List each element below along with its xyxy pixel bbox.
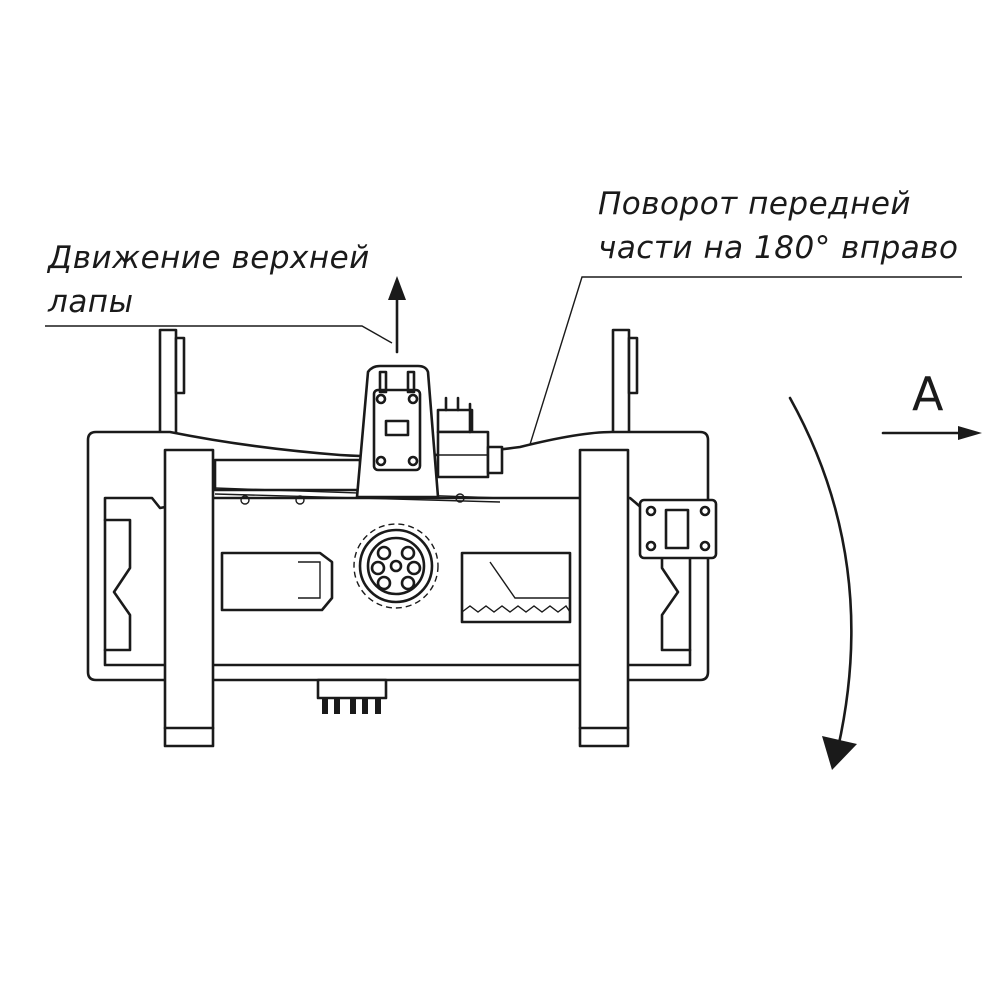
- view-letter-label: А: [912, 367, 944, 421]
- callout-upper-paw-line2: лапы: [47, 284, 134, 320]
- top-rail-left: [213, 458, 362, 492]
- gear-rack: [461, 604, 571, 613]
- upper-paw: [355, 364, 440, 499]
- left-clamp-bar: [163, 448, 215, 748]
- callout-rotation-line1: Поворот передней: [598, 186, 911, 222]
- callout-upper-paw: Движение верхней лапы: [45, 240, 393, 344]
- callout-upper-paw-line1: Движение верхней: [46, 240, 370, 276]
- right-window: [460, 551, 572, 624]
- machine-assembly: [86, 328, 718, 748]
- view-direction-arrow-icon: [958, 426, 982, 440]
- bottom-connector: [316, 678, 388, 714]
- right-clamp-bar: [578, 448, 630, 748]
- left-end-profile: [103, 518, 132, 652]
- right-post: [611, 328, 639, 437]
- callout-rotation-line2: части на 180° вправо: [598, 230, 959, 266]
- side-flange: [638, 498, 718, 560]
- valve-block: [436, 396, 504, 479]
- callout-rotation: Поворот передней части на 180° вправо: [504, 186, 962, 526]
- rotation-arc-arrow-icon: [788, 396, 857, 770]
- view-a-marker: А: [881, 367, 982, 440]
- left-window: [220, 551, 334, 612]
- up-arrow-icon: [388, 276, 406, 354]
- left-post: [158, 328, 186, 437]
- leader-line-rotation: [504, 276, 962, 526]
- leader-line-upper-paw: [45, 325, 393, 344]
- central-hub: [353, 523, 439, 609]
